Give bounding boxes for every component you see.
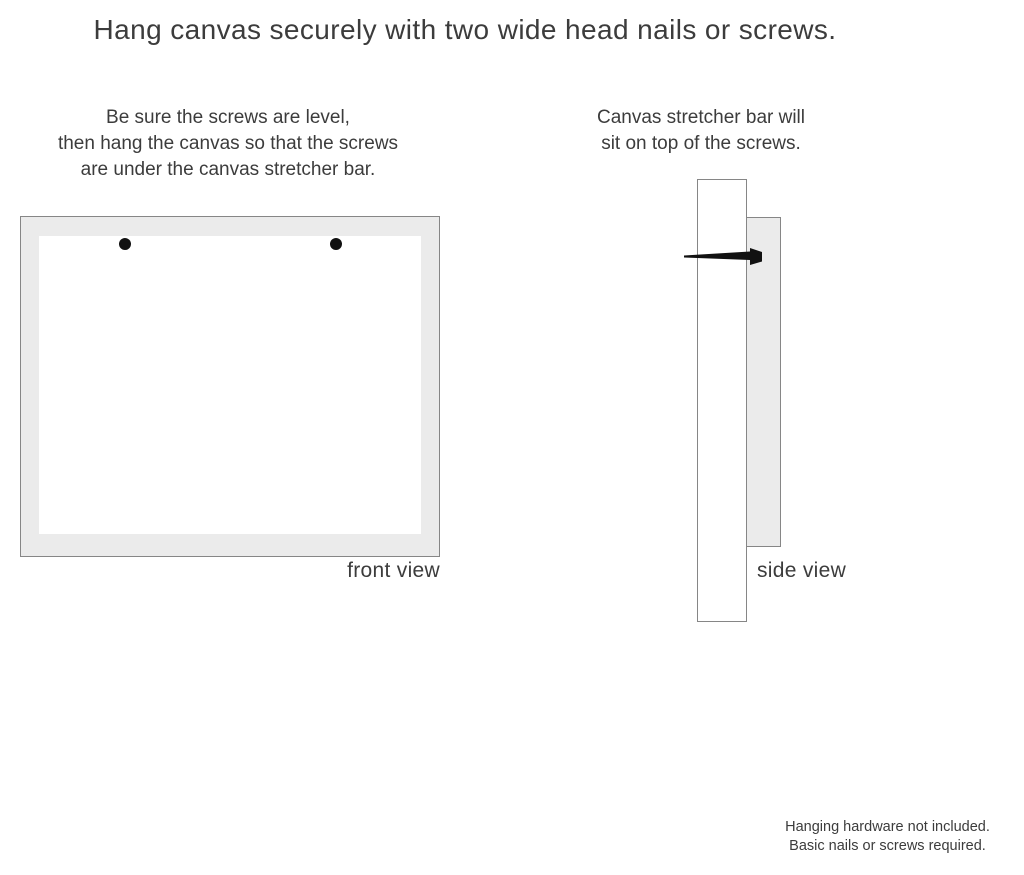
front-view-canvas-face (39, 236, 421, 534)
hardware-disclaimer: Hanging hardware not included. Basic nai… (765, 818, 1010, 856)
front-view-instructions: Be sure the screws are level, then hang … (18, 105, 438, 183)
nail-head-dot-left-icon (119, 238, 131, 250)
side-view-canvas (745, 217, 781, 547)
instruction-line: then hang the canvas so that the screws (57, 133, 399, 154)
instruction-line: sit on top of the screws. (601, 133, 801, 154)
disclaimer-line: Basic nails or screws required. (789, 838, 986, 854)
side-view-label: side view (757, 559, 847, 582)
page-title: Hang canvas securely with two wide head … (93, 14, 837, 45)
instruction-line: Canvas stretcher bar will (596, 107, 806, 128)
front-view-label: front view (347, 559, 440, 582)
nail-head-dot-right-icon (330, 238, 342, 250)
front-view-canvas-edge (20, 216, 440, 557)
disclaimer-line: Hanging hardware not included. (785, 819, 990, 835)
side-view-instructions: Canvas stretcher bar will sit on top of … (560, 105, 842, 157)
instruction-line: Be sure the screws are level, (106, 107, 350, 128)
instruction-line: are under the canvas stretcher bar. (80, 159, 376, 180)
nail-side-icon (684, 248, 762, 265)
side-view-wall (697, 179, 747, 622)
